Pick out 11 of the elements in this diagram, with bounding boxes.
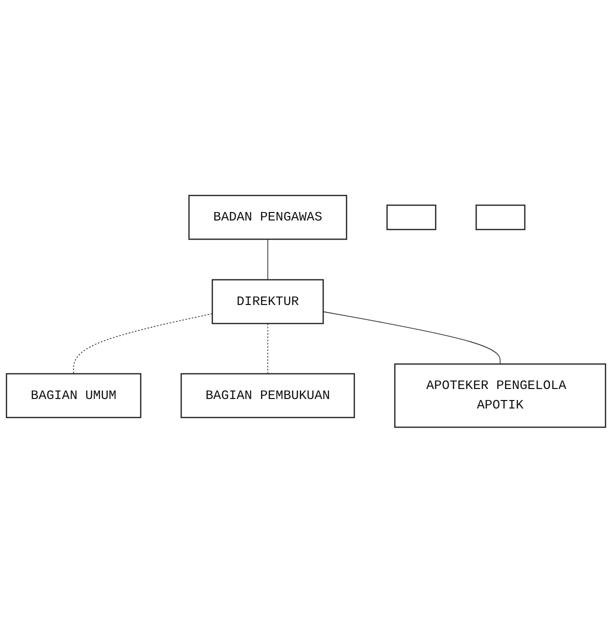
connector	[73, 313, 213, 374]
node-box	[476, 204, 526, 230]
connector	[267, 238, 268, 280]
connector	[322, 311, 501, 365]
connector	[267, 323, 268, 374]
node-box: BAGIAN PEMBUKUAN	[180, 373, 355, 418]
node-box	[386, 204, 436, 230]
node-box: DIREKTUR	[212, 279, 324, 324]
node-box: APOTEKER PENGELOLA APOTIK	[394, 364, 606, 428]
node-box: BAGIAN UMUM	[6, 373, 142, 418]
node-box: BADAN PENGAWAS	[188, 195, 348, 240]
